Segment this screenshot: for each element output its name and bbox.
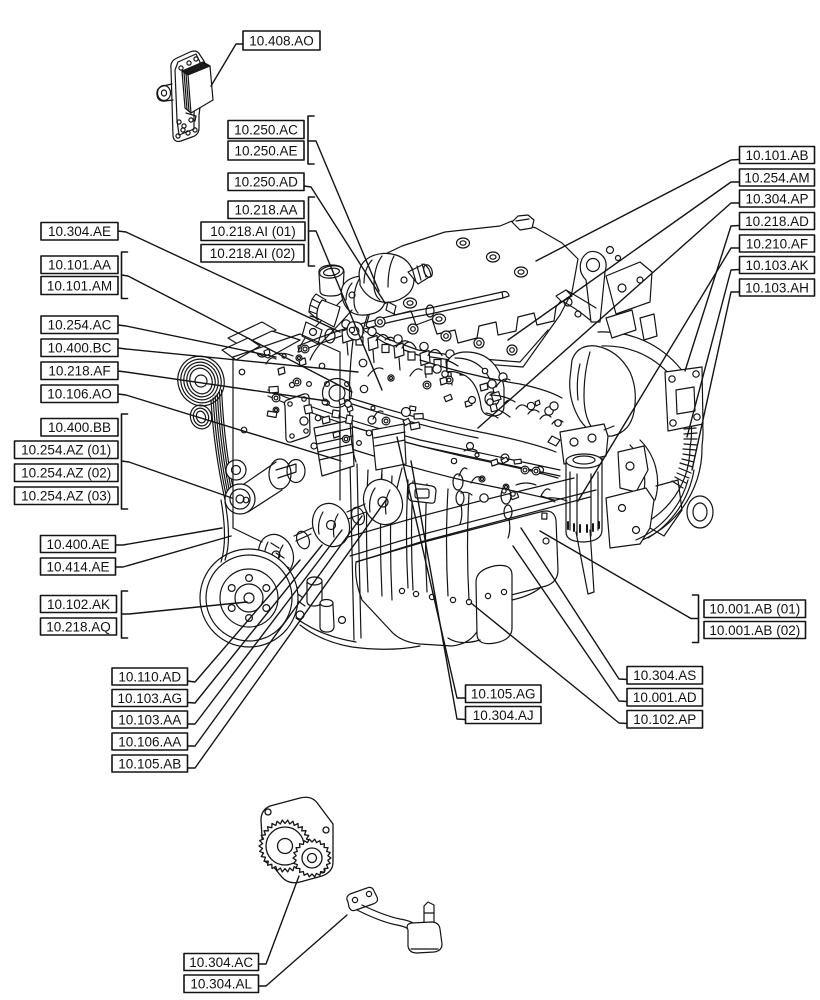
svg-text:10.254.AC: 10.254.AC (48, 318, 112, 333)
svg-text:10.102.AK: 10.102.AK (47, 597, 110, 612)
svg-text:10.304.AJ: 10.304.AJ (473, 708, 534, 723)
svg-text:10.106.AO: 10.106.AO (47, 387, 112, 402)
svg-text:10.103.AK: 10.103.AK (745, 258, 808, 273)
svg-text:10.103.AG: 10.103.AG (118, 691, 183, 706)
svg-text:10.408.AO: 10.408.AO (249, 33, 314, 48)
svg-text:10.106.AA: 10.106.AA (118, 734, 181, 749)
svg-text:10.103.AH: 10.103.AH (745, 280, 809, 295)
svg-text:10.304.AL: 10.304.AL (190, 977, 252, 992)
svg-text:10.304.AE: 10.304.AE (48, 224, 111, 239)
svg-text:10.414.AE: 10.414.AE (46, 559, 109, 574)
svg-text:10.304.AS: 10.304.AS (633, 668, 696, 683)
svg-text:10.101.AB: 10.101.AB (745, 148, 808, 163)
svg-text:10.101.AM: 10.101.AM (47, 278, 112, 293)
svg-text:10.103.AA: 10.103.AA (118, 712, 181, 727)
svg-text:10.304.AC: 10.304.AC (189, 955, 253, 970)
svg-text:10.210.AF: 10.210.AF (746, 236, 808, 251)
svg-text:10.218.AQ: 10.218.AQ (46, 619, 111, 634)
svg-text:10.254.AZ (03): 10.254.AZ (03) (21, 489, 111, 504)
svg-text:10.250.AC: 10.250.AC (234, 122, 298, 137)
svg-text:10.250.AE: 10.250.AE (234, 143, 297, 158)
svg-text:10.001.AB (01): 10.001.AB (01) (709, 602, 800, 617)
svg-text:10.254.AZ (01): 10.254.AZ (01) (21, 443, 111, 458)
svg-text:10.304.AP: 10.304.AP (745, 191, 808, 206)
svg-text:10.254.AZ (02): 10.254.AZ (02) (21, 466, 111, 481)
svg-text:10.400.AE: 10.400.AE (46, 537, 109, 552)
svg-text:10.250.AD: 10.250.AD (234, 175, 298, 190)
svg-text:10.400.BC: 10.400.BC (48, 341, 112, 356)
svg-text:10.110.AD: 10.110.AD (118, 669, 181, 684)
svg-text:10.101.AA: 10.101.AA (48, 258, 111, 273)
svg-text:10.400.BB: 10.400.BB (48, 420, 111, 435)
svg-text:10.218.AI (02): 10.218.AI (02) (210, 246, 296, 261)
svg-text:10.218.AD: 10.218.AD (745, 214, 809, 229)
svg-text:10.218.AA: 10.218.AA (234, 203, 297, 218)
svg-text:10.102.AP: 10.102.AP (633, 712, 696, 727)
svg-text:10.218.AF: 10.218.AF (48, 364, 110, 379)
svg-text:10.001.AB (02): 10.001.AB (02) (709, 623, 800, 638)
svg-text:10.254.AM: 10.254.AM (744, 170, 809, 185)
svg-text:10.105.AB: 10.105.AB (118, 756, 181, 771)
svg-text:10.218.AI (01): 10.218.AI (01) (210, 224, 296, 239)
svg-text:10.105.AG: 10.105.AG (471, 687, 536, 702)
svg-text:10.001.AD: 10.001.AD (633, 690, 697, 705)
